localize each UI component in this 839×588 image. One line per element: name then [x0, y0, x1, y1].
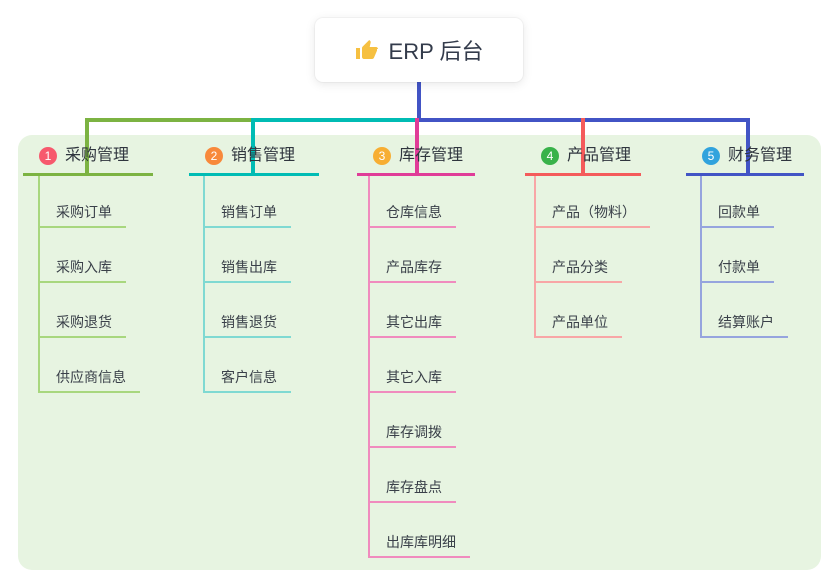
child-node[interactable]: 采购订单 — [38, 200, 126, 228]
child-node[interactable]: 产品库存 — [368, 255, 456, 283]
child-node[interactable]: 其它入库 — [368, 365, 456, 393]
branch-number-badge: 1 — [39, 147, 57, 165]
connector-drop-branch-4 — [581, 118, 585, 176]
root-label: ERP 后台 — [388, 39, 484, 64]
child-node[interactable]: 库存盘点 — [368, 475, 456, 503]
connector-drop-branch-2 — [251, 118, 255, 176]
branch-number-badge: 5 — [702, 147, 720, 165]
branch-number-badge: 3 — [373, 147, 391, 165]
branch-label: 产品管理 — [567, 147, 632, 164]
branch-label: 财务管理 — [728, 147, 793, 164]
branch-node-1[interactable]: 1 采购管理 — [23, 144, 153, 176]
connector-drop-branch-1 — [85, 118, 89, 176]
branch-spine-line — [368, 176, 370, 558]
branch-number-badge: 2 — [205, 147, 223, 165]
child-node[interactable]: 销售订单 — [203, 200, 291, 228]
branch-spine-line — [700, 176, 702, 338]
child-node[interactable]: 出库库明细 — [368, 530, 470, 558]
canvas-panel — [18, 135, 821, 570]
branch-node-2[interactable]: 2 销售管理 — [189, 144, 319, 176]
child-node[interactable]: 销售退货 — [203, 310, 291, 338]
child-node[interactable]: 付款单 — [700, 255, 774, 283]
branch-label: 采购管理 — [65, 147, 130, 164]
child-node[interactable]: 采购退货 — [38, 310, 126, 338]
connector-drop-branch-5 — [746, 118, 750, 176]
child-node[interactable]: 其它出库 — [368, 310, 456, 338]
child-node[interactable]: 采购入库 — [38, 255, 126, 283]
child-node[interactable]: 结算账户 — [700, 310, 788, 338]
connector-bus-segment-2 — [253, 118, 419, 122]
child-node[interactable]: 仓库信息 — [368, 200, 456, 228]
thumbs-up-icon — [355, 38, 379, 62]
branch-spine-line — [38, 176, 40, 393]
branch-node-5[interactable]: 5 财务管理 — [686, 144, 804, 176]
branch-node-3[interactable]: 3 库存管理 — [357, 144, 475, 176]
child-node[interactable]: 产品单位 — [534, 310, 622, 338]
child-node[interactable]: 客户信息 — [203, 365, 291, 393]
child-node[interactable]: 供应商信息 — [38, 365, 140, 393]
root-node[interactable]: ERP 后台 — [315, 18, 523, 82]
connector-bus-segment-1 — [87, 118, 253, 122]
child-node[interactable]: 产品分类 — [534, 255, 622, 283]
branch-spine-line — [203, 176, 205, 393]
branch-spine-line — [534, 176, 536, 338]
child-node[interactable]: 销售出库 — [203, 255, 291, 283]
branch-node-4[interactable]: 4 产品管理 — [525, 144, 641, 176]
branch-label: 库存管理 — [399, 147, 464, 164]
connector-root-stem — [417, 80, 421, 118]
branch-number-badge: 4 — [541, 147, 559, 165]
child-node[interactable]: 产品（物料） — [534, 200, 650, 228]
child-node[interactable]: 库存调拨 — [368, 420, 456, 448]
child-node[interactable]: 回款单 — [700, 200, 774, 228]
connector-drop-branch-3 — [415, 118, 419, 176]
branch-label: 销售管理 — [231, 147, 296, 164]
